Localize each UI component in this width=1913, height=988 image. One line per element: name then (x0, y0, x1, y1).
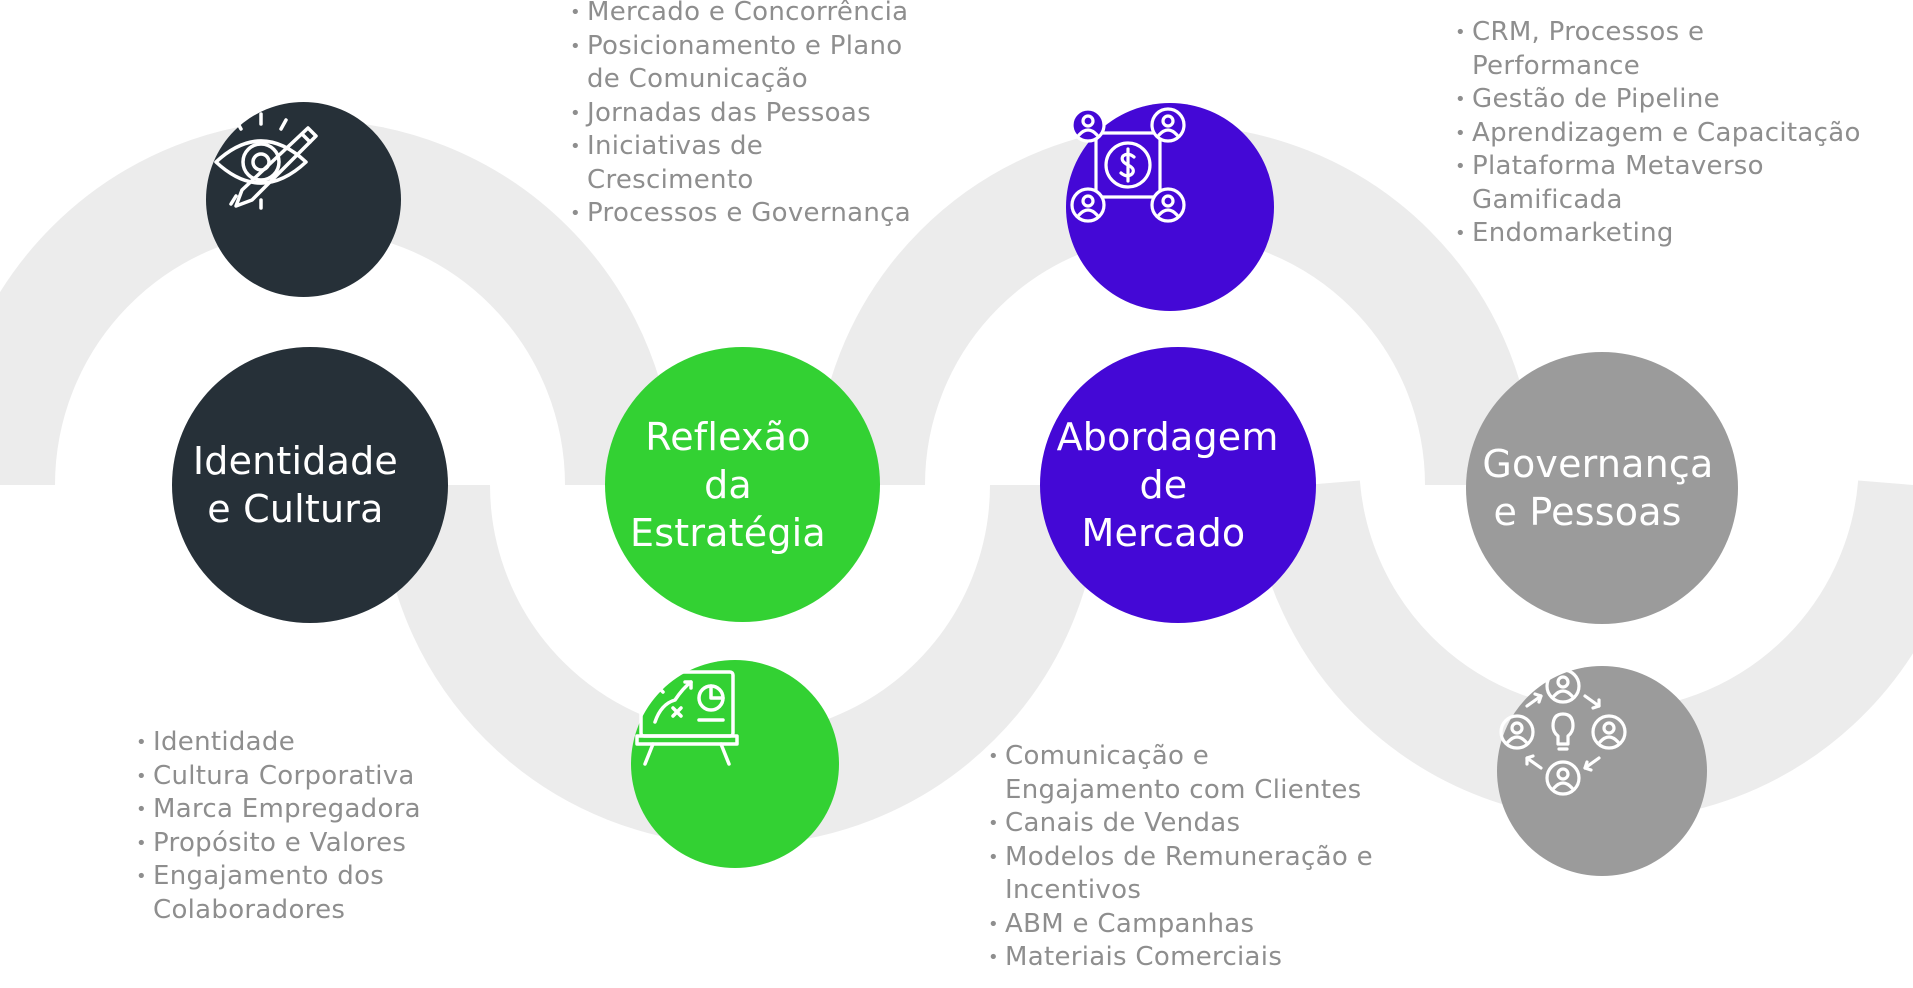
bullet-item: Performance (1472, 50, 1641, 81)
identity-icon-circle (206, 102, 401, 297)
market-bullet-list: Comunicação e Engajamento com Clientes C… (988, 740, 1418, 975)
bullet-item: Canais de Vendas (988, 807, 1418, 841)
strategy-icon-circle (631, 660, 839, 868)
bullet-item: Materiais Comerciais (988, 941, 1418, 975)
bullet-item: Incentivos (1005, 875, 1142, 905)
stage-1-title-line-1: Identidade (192, 439, 398, 483)
stage-3-title-line-2: de Mercado (1081, 463, 1246, 555)
bullet-item: Crescimento (587, 164, 754, 195)
bullet-item: Identidade (136, 726, 496, 760)
bullet-item: Gamificada (1472, 184, 1623, 215)
market-approach-circle: Abordagem de Mercado (1040, 347, 1316, 623)
strategy-reflection-circle: Reflexão da Estratégia (605, 347, 880, 622)
bullet-item: Plataforma Metaverso (1455, 150, 1905, 184)
bullet-item: Posicionamento e Plano (570, 30, 970, 64)
eye-pencil-icon (214, 112, 318, 210)
bullet-item: Comunicação e (988, 740, 1418, 774)
bullet-item: Aprendizagem e Capacitação (1455, 117, 1905, 151)
stage-4-title-line-1: Governança (1482, 442, 1714, 486)
team-idea-cycle-icon (1499, 668, 1627, 796)
bullet-item: Marca Empregadora (136, 793, 496, 827)
stage-4-title-line-2: e Pessoas (1493, 490, 1682, 534)
bullet-item: Mercado e Concorrência (570, 0, 970, 30)
bullet-item: Engajamento com Clientes (1005, 774, 1362, 805)
bullet-item: Processos e Governança (570, 197, 970, 231)
stage-2-title-line-2: Estratégia (630, 510, 826, 555)
governance-icon-circle (1497, 666, 1707, 876)
bullet-item: Cultura Corporativa (136, 760, 496, 794)
bullet-item: Endomarketing (1455, 217, 1905, 251)
stage-1-title-line-2: e Cultura (207, 487, 384, 531)
identity-culture-circle: Identidade e Cultura (172, 347, 448, 623)
bullet-item: Engajamento dos (136, 860, 496, 894)
bullet-item: CRM, Processos e (1455, 16, 1905, 50)
governance-people-circle: Governança e Pessoas (1466, 352, 1738, 624)
bullet-item: ABM e Campanhas (988, 908, 1418, 942)
bullet-item: de Comunicação (587, 64, 808, 94)
strategy-bullet-list: Mercado e Concorrência Posicionamento e … (570, 0, 970, 231)
identity-bullet-list: Identidade Cultura Corporativa Marca Emp… (136, 726, 496, 927)
stage-3-title-line-1: Abordagem (1056, 415, 1279, 459)
bullet-item: Iniciativas de (570, 130, 970, 164)
governance-bullet-list: CRM, Processos e Performance Gestão de P… (1455, 16, 1905, 251)
bullet-item: Gestão de Pipeline (1455, 83, 1905, 117)
money-network-icon (1070, 107, 1186, 223)
bullet-item: Colaboradores (153, 894, 346, 925)
bullet-item: Jornadas das Pessoas (570, 97, 970, 131)
bullet-item: Propósito e Valores (136, 827, 496, 861)
bullet-item: Modelos de Remuneração e (988, 841, 1418, 875)
strategy-board-icon (635, 670, 739, 766)
market-icon-circle (1066, 103, 1274, 311)
stage-2-title-line-1: Reflexão da (645, 414, 811, 507)
